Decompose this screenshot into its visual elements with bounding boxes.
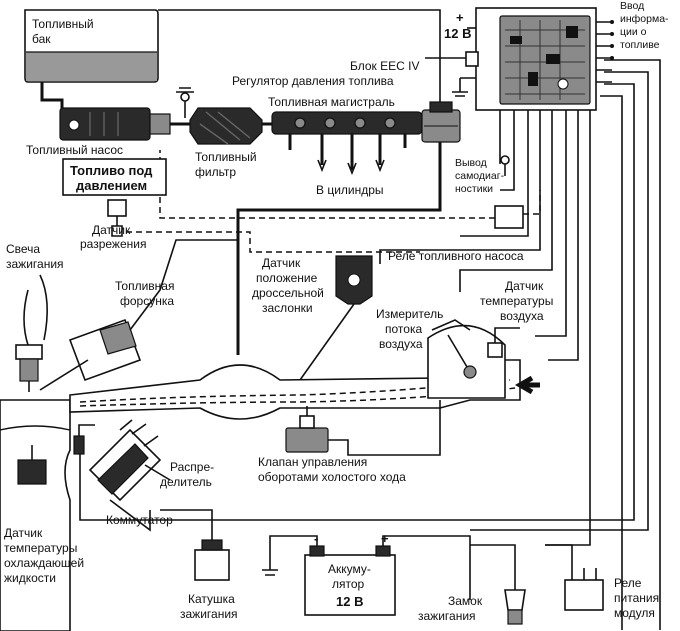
label-module-relay-1: Реле: [614, 576, 642, 590]
label-pressure-regulator: Регулятор давления топлива: [232, 74, 394, 88]
label-12v-top: 12 В: [444, 26, 471, 41]
label-battery-3: 12 В: [336, 594, 363, 609]
label-airflow-1: Измеритель: [376, 307, 443, 321]
label-vacuum-sensor-1: Датчик: [92, 223, 131, 237]
label-battery-minus: -: [314, 531, 318, 546]
label-tps-1: Датчик: [262, 256, 301, 270]
label-airflow-2: потока: [385, 322, 422, 336]
label-vacuum-sensor-2: разрежения: [80, 237, 146, 251]
label-battery-2: лятор: [332, 577, 365, 591]
label-distributor-1: Распре-: [170, 460, 214, 474]
throttle-position-sensor: [335, 255, 373, 305]
label-coolant-temp-4: жидкости: [4, 571, 56, 585]
label-airflow-3: воздуха: [379, 337, 423, 351]
air-temp-sensor: [487, 342, 503, 358]
label-idle-valve-1: Клапан управления: [258, 455, 367, 469]
label-battery-plus: +: [381, 531, 389, 546]
vacuum-sensor: [107, 199, 127, 237]
label-fuel-tank-2: бак: [32, 32, 51, 46]
label-coolant-temp-2: температуры: [4, 541, 77, 555]
label-self-diag-1: Вывод: [455, 157, 487, 169]
label-spark-plug-2: зажигания: [6, 257, 64, 271]
fuel-tank: [24, 9, 159, 83]
label-fuel-tank-1: Топливный: [32, 17, 94, 31]
eec-iv-block: [475, 7, 597, 111]
label-air-temp-2: температуры: [480, 294, 553, 308]
label-air-temp-1: Датчик: [505, 279, 544, 293]
label-self-diag-3: ностики: [455, 183, 493, 195]
label-ignition-coil-1: Катушка: [188, 592, 235, 606]
label-plus: +: [456, 10, 464, 25]
label-module-relay-3: модуля: [614, 606, 655, 620]
label-fuel-filter-2: фильтр: [195, 165, 236, 179]
fuel-pump: [59, 107, 171, 141]
label-info-input-2: информа-: [620, 13, 669, 25]
fuel-injector: [39, 239, 238, 391]
ignition-coil: [160, 509, 230, 581]
idle-valve: [285, 406, 329, 453]
label-coolant-temp-3: охлаждающей: [4, 556, 84, 570]
label-tps-4: заслонки: [262, 301, 313, 315]
label-eec-block: Блок EEC IV: [350, 59, 419, 73]
label-distributor-2: делитель: [160, 475, 212, 489]
label-commutator: Коммутатор: [106, 513, 173, 527]
label-idle-valve-2: оборотами холостого хода: [258, 470, 406, 484]
module-power-relay: [545, 544, 604, 611]
label-info-input-4: топливе: [620, 39, 660, 51]
label-fuel-pump-relay: Реле топливного насоса: [388, 249, 524, 263]
coolant-temp-sensor: [73, 424, 95, 455]
label-tps-2: положение: [256, 271, 318, 285]
label-ignition-lock-1: Замок: [448, 594, 483, 608]
label-injector-2: форсунка: [120, 294, 174, 308]
label-fuel-pump: Топливный насос: [26, 143, 123, 157]
fuel-pump-relay: [494, 205, 524, 229]
label-injector-1: Топливная: [115, 279, 174, 293]
label-coolant-temp-1: Датчик: [4, 526, 43, 540]
pressure-regulator: [421, 101, 461, 143]
spark-plug: [15, 274, 48, 392]
airflow-meter: [427, 319, 540, 399]
label-fuel-rail: Топливная магистраль: [268, 95, 395, 109]
label-spark-plug-1: Свеча: [6, 242, 40, 256]
label-battery-1: Аккуму-: [328, 562, 371, 576]
label-info-input-3: ции о: [620, 26, 647, 38]
battery: [262, 535, 471, 616]
fuel-rail: [271, 111, 423, 176]
label-ignition-coil-2: зажигания: [180, 607, 238, 621]
label-fuel-filter-1: Топливный: [195, 150, 257, 164]
label-ignition-lock-2: зажигания: [418, 609, 476, 623]
label-self-diag-2: самодиаг-: [455, 170, 505, 182]
label-fuel-pressure-1: Топливо под: [70, 163, 153, 178]
label-module-relay-2: питания: [614, 591, 659, 605]
label-air-temp-3: воздуха: [500, 309, 544, 323]
label-tps-3: дроссельной: [252, 286, 324, 300]
ignition-lock: [470, 544, 526, 625]
distributor: [88, 419, 171, 532]
fuel-filter: [189, 107, 263, 145]
engine-block: [0, 399, 71, 631]
label-to-cylinders: В цилиндры: [316, 183, 384, 197]
fuel-pressure-box: [62, 158, 167, 196]
label-info-input-1: Ввод: [620, 0, 644, 12]
label-fuel-pressure-2: давлением: [76, 178, 147, 193]
